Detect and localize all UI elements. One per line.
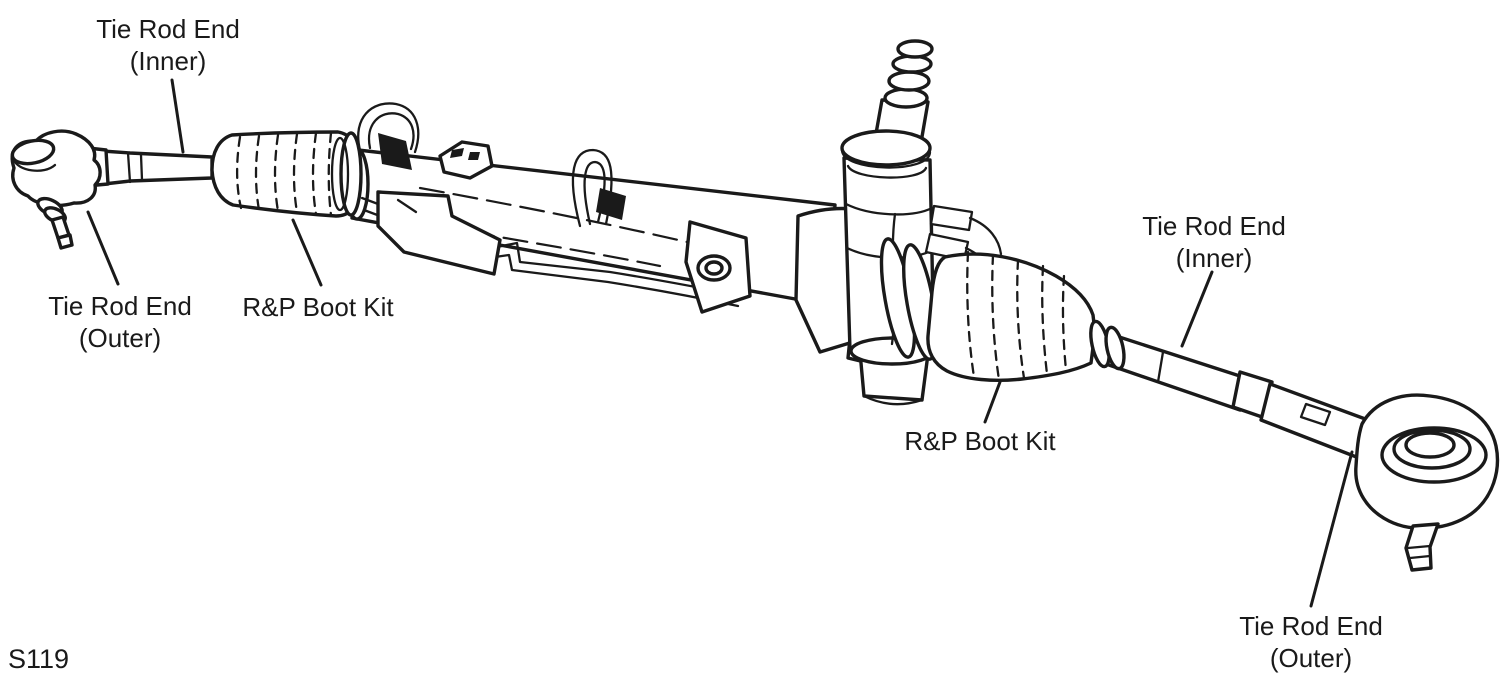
leader-right-inner — [1180, 270, 1214, 348]
left-inner-tie-rod — [100, 149, 214, 186]
pinion-valve-assembly — [840, 39, 1003, 406]
label-tie-rod-end-outer-left: Tie Rod End (Outer) — [10, 290, 230, 354]
leader-left-outer — [86, 210, 120, 286]
label-tie-rod-end-inner-right: Tie Rod End (Inner) — [1104, 210, 1324, 274]
label-line: (Inner) — [1175, 243, 1253, 273]
label-line: Tie Rod End — [1142, 211, 1286, 241]
label-line: Tie Rod End — [96, 14, 240, 44]
label-line: Tie Rod End — [1239, 611, 1383, 641]
leader-lines — [86, 78, 1354, 608]
label-line: (Inner) — [129, 46, 207, 76]
leader-right-boot — [983, 380, 1002, 424]
label-tie-rod-end-inner-left: Tie Rod End (Inner) — [58, 13, 278, 77]
right-inner-tie-rod — [1104, 332, 1370, 460]
right-outer-tie-rod-end — [1354, 393, 1500, 572]
label-line: R&P Boot Kit — [242, 292, 394, 322]
right-boot — [926, 250, 1126, 382]
leader-left-inner — [170, 78, 185, 154]
label-line: Tie Rod End — [48, 291, 192, 321]
left-boot — [210, 130, 363, 218]
label-tie-rod-end-outer-right: Tie Rod End (Outer) — [1201, 610, 1421, 674]
label-rp-boot-kit-right: R&P Boot Kit — [870, 425, 1090, 457]
leader-right-outer — [1309, 450, 1354, 608]
label-line: R&P Boot Kit — [904, 426, 1056, 456]
label-rp-boot-kit-left: R&P Boot Kit — [208, 291, 428, 323]
rack-housing — [344, 102, 894, 354]
label-line: (Outer) — [1269, 643, 1353, 673]
left-outer-tie-rod-end — [10, 129, 110, 250]
leader-left-boot — [291, 218, 323, 287]
label-line: (Outer) — [78, 323, 162, 353]
figure-code: S119 — [8, 644, 70, 674]
